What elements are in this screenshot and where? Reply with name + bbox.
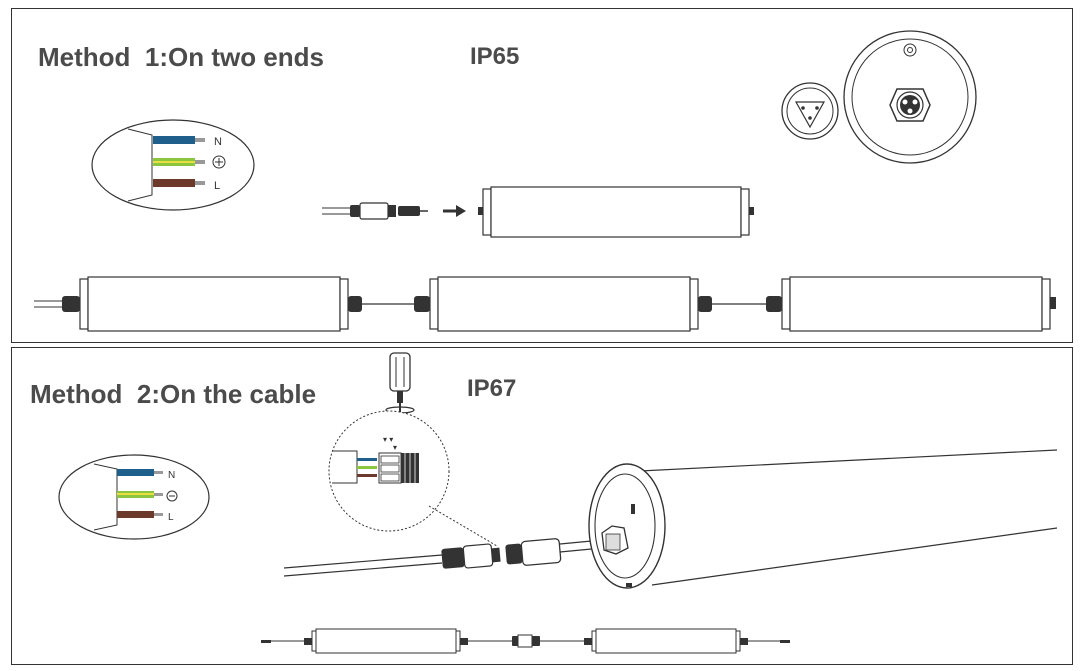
wire-label-n: N (214, 136, 222, 148)
wire-label-l: L (214, 180, 220, 192)
tube-fixture (588, 448, 1058, 589)
ground-icon (166, 490, 178, 502)
terminal-detail-zoom: ▾ ▾ ▾ (328, 410, 498, 547)
cable-cross-section-1 (91, 119, 255, 211)
fixture-single (478, 186, 754, 238)
arrow-icon (443, 205, 466, 217)
svg-text:▾ ▾: ▾ ▾ (383, 435, 393, 444)
method-2-diagram: N L (58, 352, 1058, 654)
fixture-chain (34, 276, 1056, 332)
cable-cross-section-2 (58, 454, 210, 540)
end-cap-socket (843, 30, 977, 164)
method-2-ip-rating: IP67 (467, 375, 517, 402)
svg-text:▾: ▾ (393, 443, 397, 452)
fixture-chain-2 (261, 628, 790, 654)
cable-connector-2 (283, 538, 603, 577)
method-1-diagram: N L (34, 30, 1056, 332)
method-1-ip-rating: IP65 (470, 43, 520, 70)
screwdriver-icon (385, 352, 415, 436)
cable-connector-1 (322, 202, 428, 220)
ground-icon (212, 155, 226, 169)
wire-label-l: L (168, 512, 174, 523)
method-2-panel: Method 2:On the cable IP67 N L (11, 347, 1073, 665)
method-1-title: Method 1:On two ends (38, 42, 324, 72)
plug-socket-small (781, 82, 839, 140)
method-2-title: Method 2:On the cable (30, 379, 317, 409)
method-1-panel: Method 1:On two ends IP65 N L (11, 8, 1073, 343)
wire-label-n: N (168, 470, 175, 481)
